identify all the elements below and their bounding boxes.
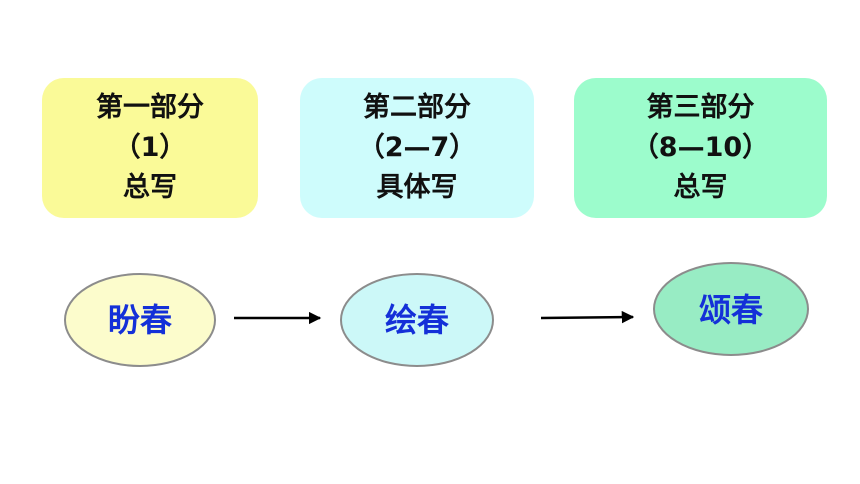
section-box-2: 第二部分 （2—7） 具体写 (300, 78, 534, 218)
section-box-1: 第一部分 （1） 总写 (42, 78, 258, 218)
section-2-desc: 具体写 (376, 172, 458, 203)
flow-ellipse-1 (64, 273, 216, 367)
flow-label-3: 颂春 (699, 291, 763, 329)
section-1-range: （1） (113, 132, 187, 163)
section-3-title: 第三部分 (646, 92, 755, 123)
flow-arrow-2 (540, 310, 635, 324)
section-3-desc: 总写 (673, 172, 728, 203)
flow-label-2: 绘春 (385, 301, 449, 339)
section-3-range: （8—10） (631, 132, 770, 163)
section-1-desc: 总写 (123, 172, 177, 203)
section-1-title: 第一部分 (96, 92, 204, 123)
section-2-range: （2—7） (357, 132, 477, 163)
section-2-title: 第二部分 (363, 92, 471, 123)
flow-ellipse-2 (340, 273, 494, 367)
section-box-3: 第三部分 （8—10） 总写 (574, 78, 827, 218)
flow-label-1: 盼春 (108, 301, 172, 339)
flow-ellipse-3 (653, 262, 809, 356)
